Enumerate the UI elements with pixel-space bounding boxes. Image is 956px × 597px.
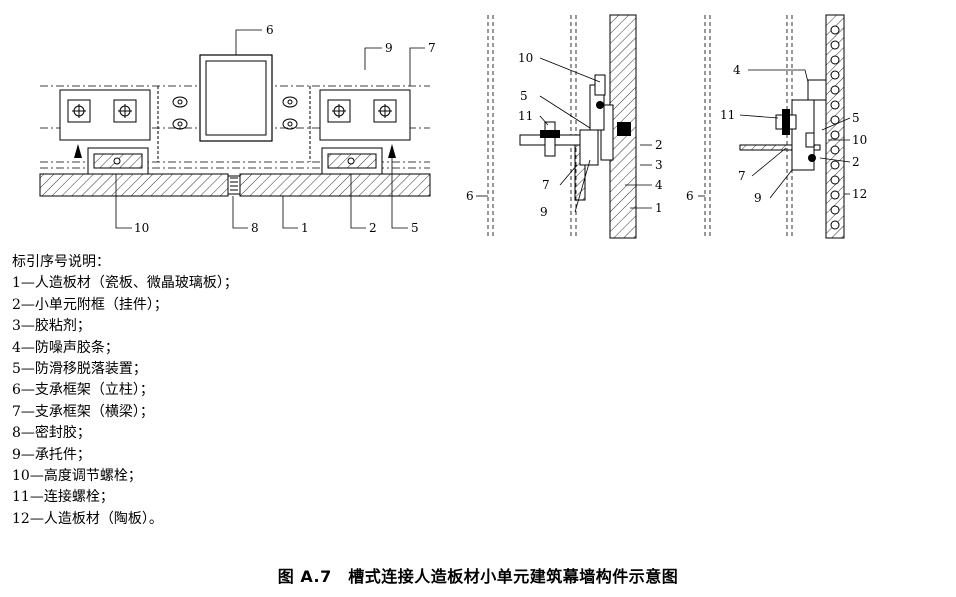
sec-a-label-11: 11	[518, 109, 533, 123]
section-a-view: 10 5 11 2 3 7 4 9 6 1	[466, 14, 663, 239]
legend-item: 12—人造板材（陶板）。	[12, 510, 163, 527]
legend: 标引序号说明： 1—人造板材（瓷板、微晶玻璃板）； 2—小单元附框（挂件）； 3…	[12, 252, 238, 530]
sec-a-label-5: 5	[520, 89, 528, 103]
sec-b-label-11: 11	[720, 108, 735, 122]
sec-b-label-7: 7	[738, 169, 746, 183]
sec-b-label-10: 10	[852, 133, 867, 147]
elevation-view: 6 9 7 10 8 1 2 5	[39, 23, 436, 235]
bolts-right	[282, 96, 298, 130]
panel-1-left	[39, 173, 229, 197]
legend-item: 2—小单元附框（挂件）；	[12, 296, 168, 313]
elev-label-5: 5	[411, 221, 419, 235]
sec-a-label-2: 2	[655, 138, 663, 152]
sec-b-label-2: 2	[852, 155, 860, 169]
elev-label-6: 6	[266, 23, 274, 37]
legend-item: 4—防噪声胶条；	[12, 339, 119, 356]
sealant-8	[227, 175, 241, 195]
sec-a-label-4: 4	[655, 178, 663, 192]
sec-b-label-9: 9	[754, 191, 762, 205]
sec-b-label-6: 6	[686, 189, 694, 203]
legend-title: 标引序号说明：	[12, 254, 110, 270]
legend-item: 10—高度调节螺栓；	[12, 468, 142, 485]
elev-label-9: 9	[385, 41, 393, 55]
section-b-panel	[825, 14, 845, 239]
panel-1-right	[239, 173, 431, 197]
sec-a-label-9: 9	[540, 205, 548, 219]
sec-b-label-4: 4	[733, 63, 741, 77]
sec-b-label-5: 5	[852, 111, 860, 125]
elev-label-7: 7	[428, 41, 436, 55]
sec-b-label-12: 12	[852, 187, 867, 201]
legend-item: 7—支承框架（横梁）；	[12, 403, 154, 420]
legend-item: 8—密封胶；	[12, 425, 91, 442]
legend-item: 9—承托件；	[12, 446, 91, 463]
legend-item: 5—防滑移脱落装置；	[12, 361, 147, 378]
sec-a-label-3: 3	[655, 158, 663, 172]
sec-a-label-1: 1	[655, 201, 663, 215]
legend-item: 3—胶粘剂；	[12, 318, 91, 335]
legend-item: 6—支承框架（立柱）；	[12, 382, 154, 399]
legend-item: 11—连接螺栓；	[12, 489, 114, 506]
elev-label-8: 8	[251, 221, 259, 235]
technical-drawing: 6 9 7 10 8 1 2 5	[39, 14, 867, 239]
column-6	[199, 54, 273, 142]
legend-item: 1—人造板材（瓷板、微晶玻璃板）；	[12, 275, 238, 292]
sec-a-label-7: 7	[542, 178, 550, 192]
panel-holes	[830, 25, 840, 230]
figure-caption: 图 A.7 槽式连接人造板材小单元建筑幕墙构件示意图	[277, 567, 679, 586]
sec-a-label-6: 6	[466, 189, 474, 203]
section-b-view: 4 11 5 10 7 2 9 12 6	[686, 14, 867, 239]
bolts-left	[172, 96, 188, 130]
elev-label-1: 1	[301, 221, 309, 235]
sec-a-label-10: 10	[518, 51, 533, 65]
elev-label-10: 10	[134, 221, 149, 235]
elev-label-2: 2	[369, 221, 377, 235]
